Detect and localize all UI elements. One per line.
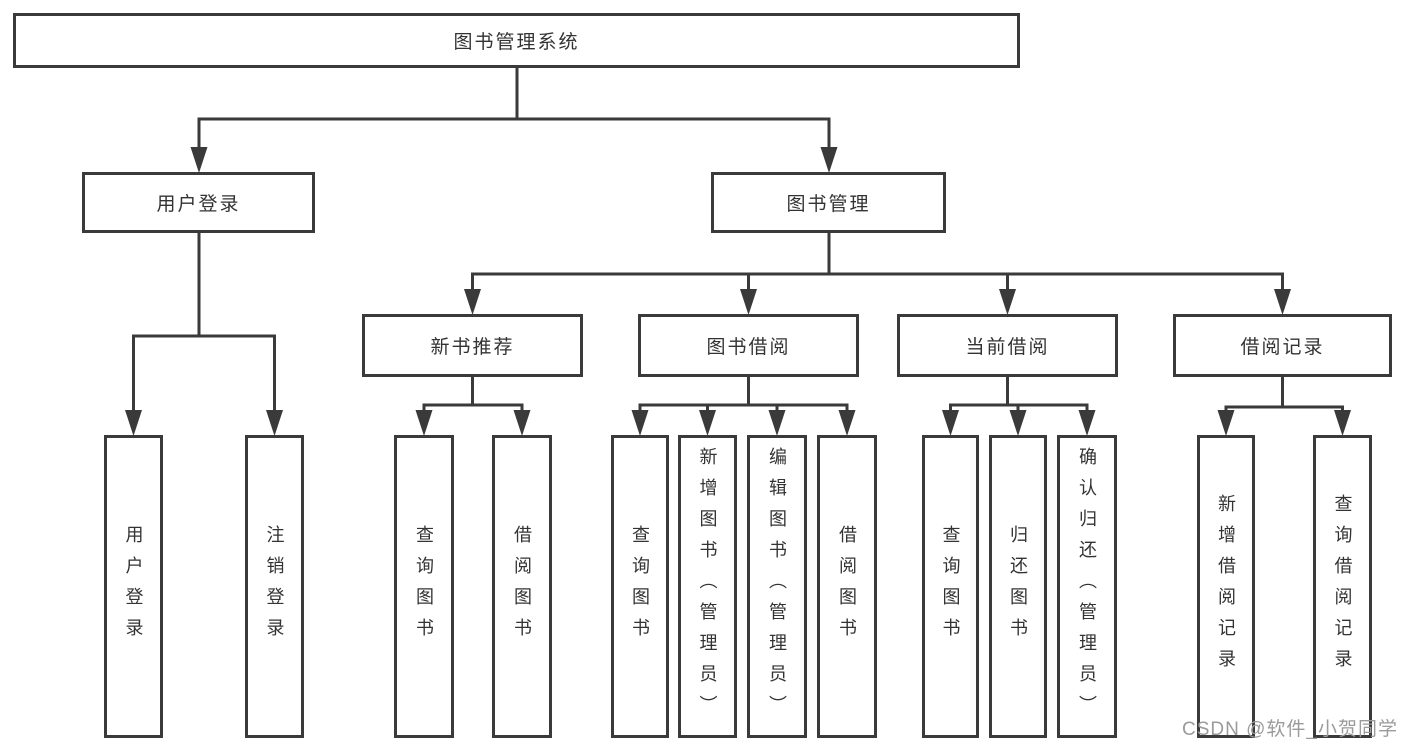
node-book-borrowing: 图书借阅 — [638, 314, 859, 377]
node-label: 编辑图书（管理员） — [767, 447, 787, 726]
leaf-add-books-admin: 新增图书（管理员） — [678, 435, 737, 738]
node-label: 用户登录 — [156, 194, 241, 215]
leaf-logout: 注销登录 — [245, 435, 304, 738]
leaf-add-borrow-record: 新增借阅记录 — [1197, 435, 1255, 738]
node-label: 新增图书（管理员） — [697, 447, 718, 726]
node-label: 图书管理 — [786, 194, 871, 215]
leaf-edit-books-admin: 编辑图书（管理员） — [747, 435, 807, 738]
node-label: 图书借阅 — [706, 337, 791, 358]
leaf-query-books-borrowing: 查询图书 — [611, 435, 669, 738]
node-new-book-recommend: 新书推荐 — [362, 314, 583, 377]
leaf-query-books-recommend: 查询图书 — [394, 435, 454, 738]
leaf-borrow-books-recommend: 借阅图书 — [492, 435, 552, 738]
leaf-confirm-return-admin: 确认归还（管理员） — [1057, 435, 1117, 738]
leaf-user-login: 用户登录 — [104, 435, 163, 738]
node-label: 确认归还（管理员） — [1077, 447, 1097, 726]
node-book-management-branch: 图书管理 — [711, 172, 946, 233]
node-label: 查询借阅记录 — [1332, 493, 1353, 680]
node-label: 新书推荐 — [430, 337, 515, 358]
node-label: 借阅图书 — [512, 524, 532, 649]
node-label: 查询图书 — [940, 524, 961, 649]
node-label: 借阅记录 — [1240, 337, 1325, 358]
leaf-borrow-books: 借阅图书 — [817, 435, 877, 738]
node-library-system: 图书管理系统 — [13, 13, 1020, 68]
node-label: 注销登录 — [264, 524, 285, 649]
node-current-borrowing: 当前借阅 — [897, 314, 1118, 377]
node-label: 借阅图书 — [837, 524, 857, 649]
leaf-return-books: 归还图书 — [989, 435, 1047, 738]
watermark: CSDN @软件_小贺同学 — [1182, 719, 1398, 740]
node-label: 查询图书 — [630, 524, 650, 649]
node-label: 当前借阅 — [965, 337, 1050, 358]
node-user-login-branch: 用户登录 — [82, 172, 315, 233]
node-label: 图书管理系统 — [453, 32, 580, 53]
node-label: 用户登录 — [123, 524, 144, 649]
node-label: 新增借阅记录 — [1216, 493, 1236, 680]
leaf-query-borrow-record: 查询借阅记录 — [1313, 435, 1372, 738]
node-label: 查询图书 — [414, 524, 434, 649]
leaf-query-books-current: 查询图书 — [922, 435, 979, 738]
node-borrowing-records: 借阅记录 — [1173, 314, 1392, 377]
node-label: 归还图书 — [1008, 524, 1028, 649]
